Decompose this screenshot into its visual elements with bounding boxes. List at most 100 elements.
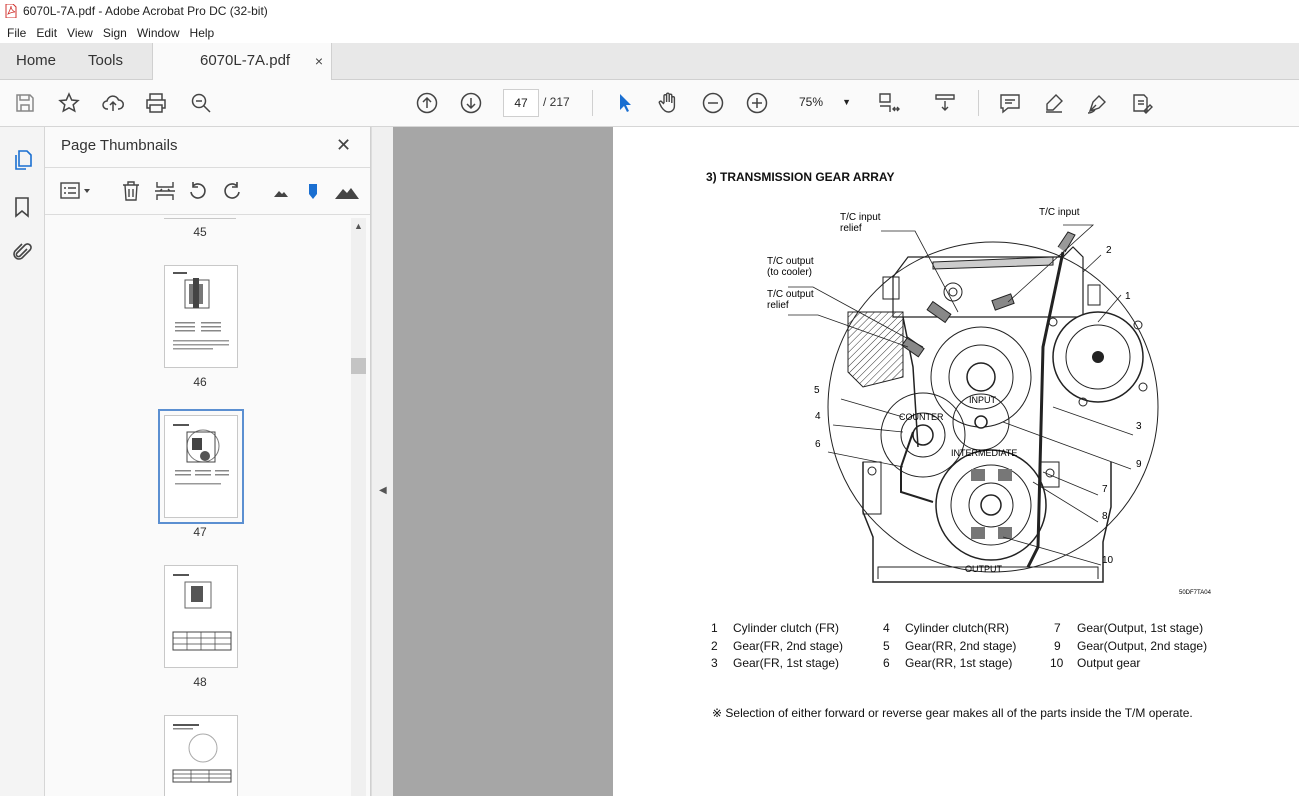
- save-icon: [16, 94, 34, 112]
- next-page-button[interactable]: [459, 91, 483, 115]
- title-bar: 6070L-7A.pdf - Adobe Acrobat Pro DC (32-…: [0, 0, 1299, 22]
- callout-number: 1: [1125, 291, 1131, 302]
- callout-counter: COUNTER: [899, 412, 944, 422]
- bookmarks-nav-button[interactable]: [10, 195, 34, 219]
- menu-help[interactable]: Help: [189, 25, 215, 40]
- attachments-nav-button[interactable]: [10, 241, 34, 265]
- highlighter-pen-icon: [1046, 94, 1063, 113]
- legend-number: 9: [1054, 638, 1061, 653]
- callout-number: 9: [1136, 459, 1142, 470]
- callout-intermediate: INTERMEDIATE: [951, 448, 1017, 458]
- legend-row: 2 Gear(FR, 2nd stage) 5 Gear(RR, 2nd sta…: [711, 639, 1231, 657]
- save-button[interactable]: [13, 91, 37, 115]
- legend-number: 7: [1054, 621, 1061, 635]
- cursor-arrow-icon: [620, 94, 631, 112]
- draw-button[interactable]: [1086, 91, 1110, 115]
- zoom-in-button[interactable]: [745, 91, 769, 115]
- legend-number: 10: [1050, 656, 1064, 670]
- thumbnail-scrollbar[interactable]: ▲: [351, 218, 366, 796]
- thumbnail-list: 45 46: [45, 214, 350, 796]
- legend-number: 5: [883, 638, 890, 653]
- callout-number: 10: [1102, 555, 1114, 566]
- upload-button[interactable]: [101, 91, 125, 115]
- printer-icon: [146, 93, 166, 113]
- legend-number: 2: [711, 638, 718, 653]
- tab-document[interactable]: 6070L-7A.pdf ×: [152, 43, 332, 80]
- rotate-clockwise-button[interactable]: [221, 180, 243, 202]
- fit-page-button[interactable]: [877, 91, 901, 115]
- collapse-left-arrow-icon[interactable]: ◀: [379, 485, 387, 496]
- menu-sign[interactable]: Sign: [102, 25, 127, 40]
- page-preview-image: [173, 424, 229, 485]
- panel-close-button[interactable]: ✕: [336, 135, 352, 155]
- hand-icon: [658, 92, 676, 113]
- delete-page-button[interactable]: [120, 180, 142, 202]
- find-button[interactable]: [189, 91, 213, 115]
- thumbnail-size-slider-handle[interactable]: [302, 180, 324, 202]
- parts-legend: 1 Cylinder clutch (FR) 4 Cylinder clutch…: [711, 621, 1231, 674]
- tab-home[interactable]: Home: [16, 52, 57, 69]
- comment-button[interactable]: [998, 91, 1022, 115]
- section-title: 3) TRANSMISSION GEAR ARRAY: [706, 170, 895, 184]
- tab-bar: Home Tools 6070L-7A.pdf ×: [0, 43, 1299, 80]
- select-tool-button[interactable]: [613, 91, 637, 115]
- paperclip-icon: [13, 243, 32, 260]
- plus-circle-icon: [746, 92, 768, 114]
- callout-input: INPUT: [969, 395, 997, 405]
- window-title: 6070L-7A.pdf - Adobe Acrobat Pro DC (32-…: [23, 4, 268, 18]
- zoom-out-button[interactable]: [701, 91, 725, 115]
- thumbnail-page[interactable]: [164, 715, 238, 796]
- thumbnail-page-selected[interactable]: [158, 409, 244, 524]
- legend-text: Gear(RR, 2nd stage): [905, 638, 1017, 653]
- panel-collapse-gutter[interactable]: ◀: [371, 127, 394, 796]
- menu-file[interactable]: File: [7, 25, 27, 40]
- stamp-icon: [1133, 94, 1153, 114]
- legend-number: 3: [711, 656, 718, 670]
- extract-page-button[interactable]: [154, 180, 176, 202]
- thumbnail-page[interactable]: [164, 565, 238, 668]
- page-number-input[interactable]: 47: [503, 89, 539, 117]
- scroll-mode-button[interactable]: [933, 91, 957, 115]
- thumbnail-size-large-button[interactable]: [334, 180, 360, 202]
- panel-toolbar: [45, 167, 370, 215]
- page-note: ※ Selection of either forward or reverse…: [712, 706, 1193, 720]
- rotate-counterclockwise-button[interactable]: [187, 180, 209, 202]
- previous-page-button[interactable]: [415, 91, 439, 115]
- thumbnail-label: 45: [193, 225, 207, 239]
- figure-code: 50DF7TA04: [1179, 590, 1212, 596]
- thumbnail-label: 47: [193, 525, 207, 539]
- bookmark-icon: [15, 197, 29, 218]
- menu-edit[interactable]: Edit: [36, 25, 58, 40]
- legend-text: Gear(RR, 1st stage): [905, 656, 1013, 670]
- bookmark-star-button[interactable]: [57, 91, 81, 115]
- thumbnail-options-button[interactable]: [59, 180, 95, 202]
- thumbnail-page[interactable]: [164, 265, 238, 368]
- legend-number: 6: [883, 656, 890, 670]
- scrollbar-thumb[interactable]: [351, 358, 366, 374]
- thumbnail-size-small-button[interactable]: [270, 180, 292, 202]
- page-thumbnails-nav-button[interactable]: [10, 148, 34, 172]
- transmission-gear-diagram: T/C input relief T/C input T/C output (t…: [767, 207, 1212, 596]
- arrow-down-circle-icon: [460, 92, 482, 114]
- scroll-mode-icon: [935, 94, 955, 111]
- scroll-up-arrow-icon[interactable]: ▲: [354, 221, 363, 231]
- tab-close-button[interactable]: ×: [314, 53, 323, 69]
- legend-number: 1: [711, 621, 718, 635]
- page-preview-image: [173, 272, 229, 350]
- hand-tool-button[interactable]: [656, 91, 680, 115]
- highlight-button[interactable]: [1042, 91, 1066, 115]
- zoom-level-select[interactable]: 75% ▼: [791, 89, 857, 115]
- page-thumbnails-panel: Page Thumbnails ✕ 45: [45, 127, 371, 796]
- menu-view[interactable]: View: [67, 25, 93, 40]
- document-page: 3) TRANSMISSION GEAR ARRAY: [613, 127, 1299, 796]
- left-navigation-rail: [0, 127, 45, 796]
- stamp-button[interactable]: [1130, 91, 1154, 115]
- print-button[interactable]: [144, 91, 168, 115]
- legend-row: 3 Gear(FR, 1st stage) 6 Gear(RR, 1st sta…: [711, 656, 1231, 674]
- main-toolbar: [0, 80, 1299, 127]
- tab-tools[interactable]: Tools: [88, 52, 124, 69]
- menu-window[interactable]: Window: [136, 25, 180, 40]
- extract-pages-icon: [155, 182, 175, 200]
- legend-text: Gear(Output, 1st stage): [1077, 621, 1204, 635]
- callout-tc-input-relief: T/C input: [840, 212, 881, 223]
